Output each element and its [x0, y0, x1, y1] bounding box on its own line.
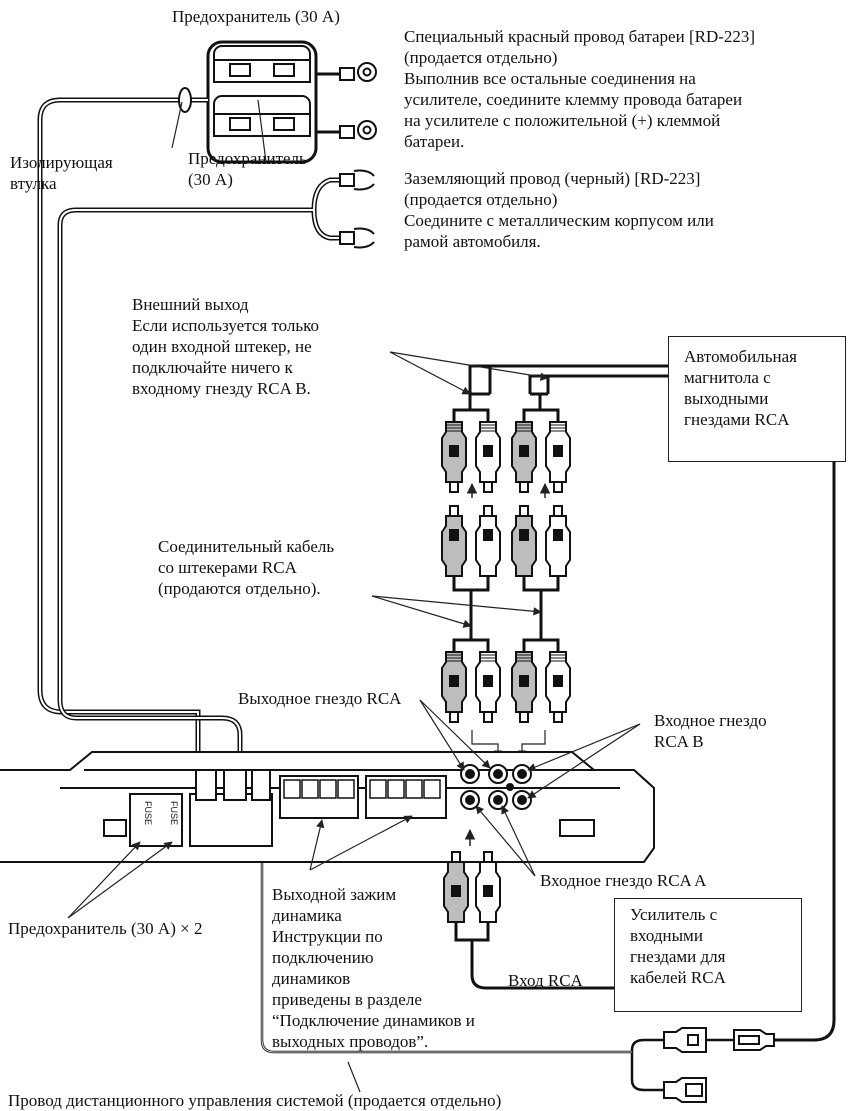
grommet-icon [178, 87, 192, 113]
rca-plug-row-output [443, 851, 501, 923]
fuse-x2-label: Предохранитель (30 A) × 2 [8, 919, 203, 938]
remote-wire-label: Провод дистанционного управления системо… [8, 1091, 502, 1110]
connector-icon [663, 1027, 775, 1103]
rca-jack-icon [460, 764, 532, 810]
fuse-mark-2: FUSE [169, 800, 180, 826]
head-unit-label: Автомобильная магнитола с выходными гнез… [684, 347, 797, 429]
ring-terminal-icon [316, 62, 377, 140]
rca-input-b-label: Входное гнездо RCA B [654, 711, 767, 751]
rca-in-label: Вход RCA [508, 971, 583, 990]
fuse-second-label: Предохранитель (30 A) [188, 149, 307, 189]
fuse-top-label: Предохранитель (30 A) [172, 7, 340, 26]
rca-cable-label: Соединительный кабель со штекерами RCA (… [158, 537, 335, 598]
fuse-holder-icon [206, 40, 318, 164]
pointer-lines [67, 99, 641, 1093]
rca-output-jack-label: Выходное гнездо RCA [238, 689, 402, 708]
amp-box-label: Усилитель с входными гнездами для кабеле… [630, 905, 726, 987]
grommet-label: Изолирующая втулка [10, 153, 113, 193]
battery-wire-label: Специальный красный провод батареи [RD-2… [404, 27, 756, 151]
rca-plug-row-top [441, 421, 571, 493]
head-unit-box [668, 336, 846, 462]
speaker-terminal-label: Выходной зажим динамика Инструкции по по… [272, 885, 475, 1051]
spade-terminal-icon [339, 169, 375, 249]
battery-wire [37, 97, 208, 770]
remote-wire [668, 438, 836, 1042]
rca-plug-row-middle [441, 505, 571, 577]
amplifier-icon [0, 751, 655, 863]
rca-input-a-label: Входное гнездо RCA A [540, 871, 707, 890]
rca-cable-middle [452, 576, 560, 652]
amp-box [614, 898, 802, 1012]
fuse-mark-1: FUSE [143, 800, 154, 826]
external-output-label: Внешний выход Если используется только о… [132, 295, 320, 398]
speaker-terminal-icon [283, 779, 441, 799]
rca-cable-top [452, 364, 668, 422]
ground-wire-label: Заземляющий провод (черный) [RD-223] (пр… [404, 169, 714, 251]
rca-plug-row-lower [441, 651, 571, 723]
ground-wire [57, 177, 340, 770]
